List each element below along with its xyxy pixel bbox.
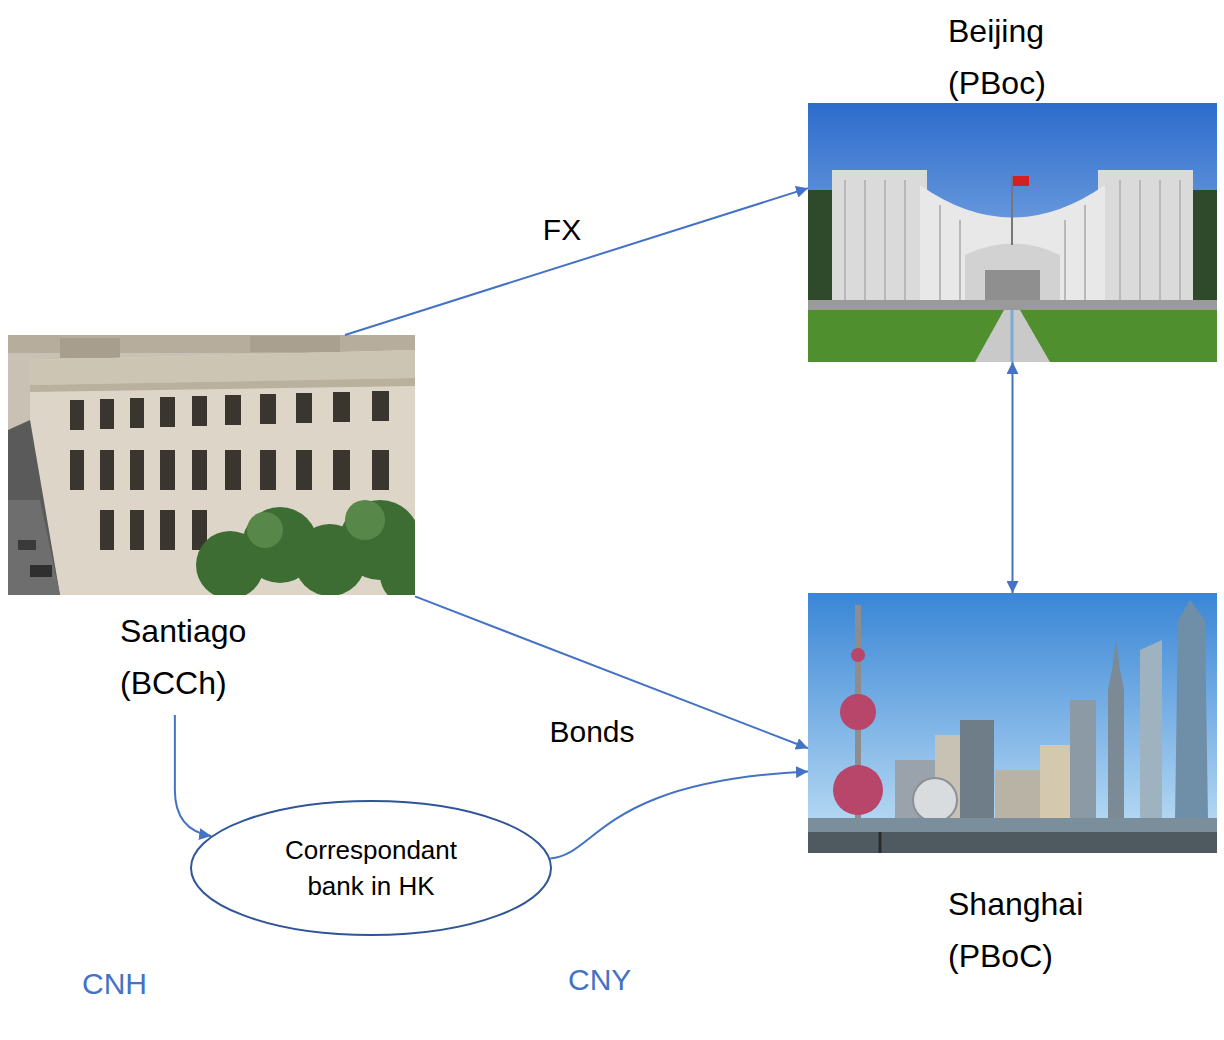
edge-label: FX bbox=[539, 212, 585, 248]
ellipse-shape bbox=[191, 801, 551, 935]
place-node: Santiago (BCCh) bbox=[8, 335, 415, 715]
flow-arrow bbox=[345, 188, 808, 335]
place-node: Shanghai (PBoC) bbox=[808, 593, 1217, 988]
shanghai-photo bbox=[808, 593, 1217, 853]
flow-arrow bbox=[175, 715, 211, 836]
beijing-photo bbox=[808, 103, 1217, 362]
currency-label: CNH bbox=[82, 966, 147, 1002]
place-node: Beijing (PBoc) bbox=[808, 5, 1217, 362]
santiago-photo bbox=[8, 335, 415, 595]
ellipse-outline bbox=[190, 800, 552, 936]
place-name: Santiago (BCCh) bbox=[120, 605, 310, 709]
bank-name: Correspondant bank in HK bbox=[281, 832, 462, 904]
flow-arrow bbox=[550, 772, 808, 859]
currency-label: CNY bbox=[568, 962, 631, 998]
flow-arrow bbox=[1012, 362, 1014, 593]
place-name: Beijing (PBoc) bbox=[948, 5, 1138, 109]
bank-ellipse: Correspondant bank in HK bbox=[190, 800, 552, 936]
place-name: Shanghai (PBoC) bbox=[948, 878, 1138, 982]
edge-label: Bonds bbox=[545, 714, 638, 750]
